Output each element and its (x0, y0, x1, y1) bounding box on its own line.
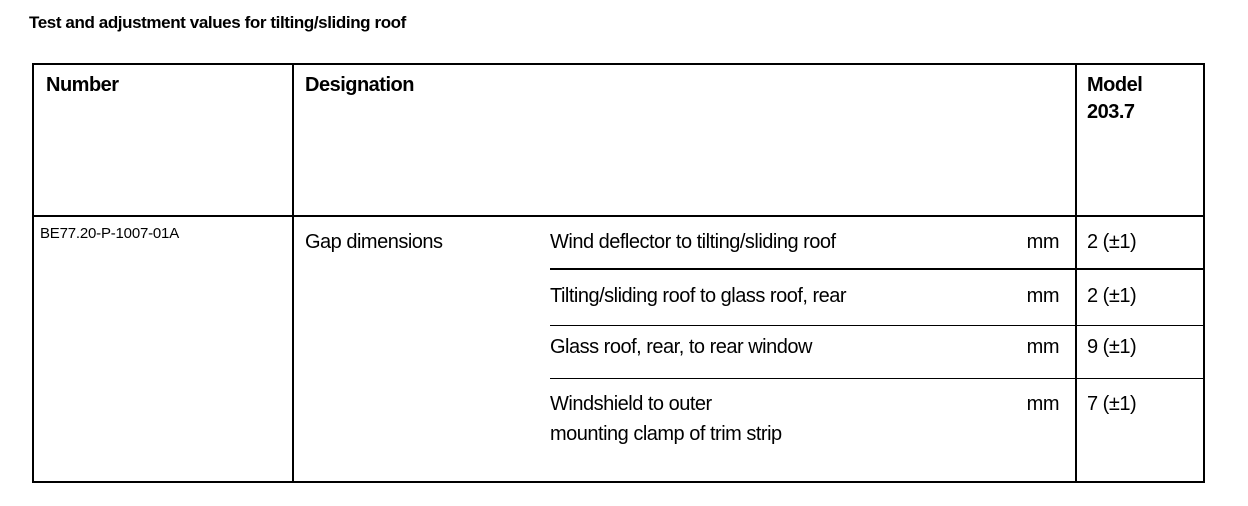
table-row: Glass roof, rear, to rear window mm (550, 326, 1075, 379)
designation-group-label: Gap dimensions (305, 231, 443, 253)
designation-text: Windshield to outer mounting clamp of tr… (550, 393, 782, 445)
value-cell: 9 (±1) (1075, 326, 1203, 379)
unit-label: mm (1026, 393, 1060, 415)
column-header-number: Number (34, 65, 292, 217)
page-title: Test and adjustment values for tilting/s… (29, 13, 406, 32)
column-header-model: Model 203.7 (1075, 65, 1203, 217)
test-adjustment-values-table: Number Designation Model 203.7 BE77.20-P… (32, 63, 1205, 483)
designation-text: Glass roof, rear, to rear window (550, 336, 812, 358)
value-cell: 7 (±1) (1075, 379, 1203, 481)
designation-text: Tilting/sliding roof to glass roof, rear (550, 285, 847, 307)
unit-label: mm (1026, 336, 1060, 358)
column-header-designation: Designation (292, 65, 1075, 217)
designation-body: Gap dimensions Wind deflector to tilting… (292, 217, 1203, 481)
value-cell: 2 (±1) (1075, 217, 1203, 270)
document-number-cell: BE77.20-P-1007-01A (40, 225, 179, 242)
value-cell: 2 (±1) (1075, 270, 1203, 326)
unit-label: mm (1026, 285, 1060, 307)
designation-text: Wind deflector to tilting/sliding roof (550, 231, 836, 253)
table-row: Wind deflector to tilting/sliding roof m… (550, 217, 1075, 270)
table-row: Tilting/sliding roof to glass roof, rear… (550, 270, 1075, 326)
unit-label: mm (1026, 231, 1060, 253)
table-row: Windshield to outer mounting clamp of tr… (550, 379, 1075, 481)
